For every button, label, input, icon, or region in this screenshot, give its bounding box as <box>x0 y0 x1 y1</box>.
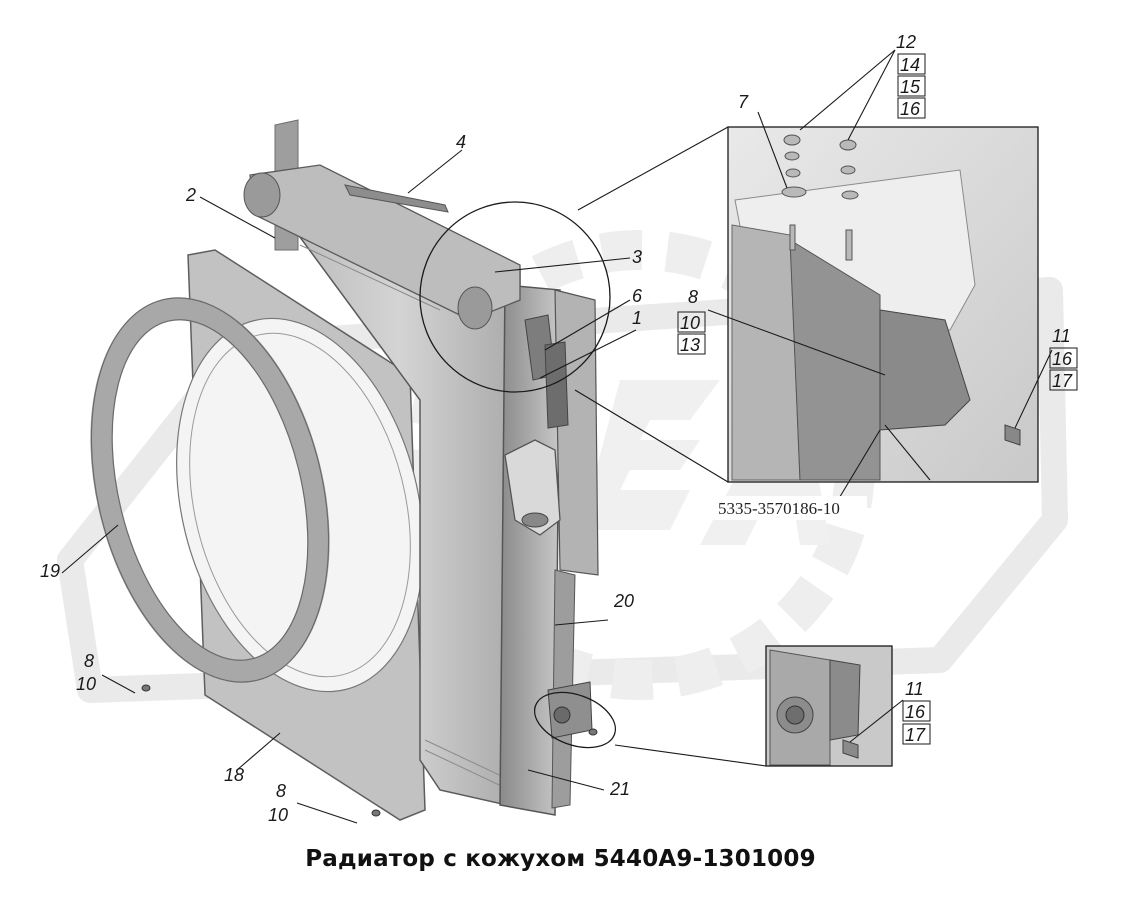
callout-13: 13 <box>680 335 700 355</box>
callout-12: 12 <box>896 32 916 52</box>
support-cradle <box>504 439 561 536</box>
callout-3: 3 <box>632 247 642 267</box>
diagram-caption: Радиатор с кожухом 5440А9-1301009 <box>305 846 816 872</box>
callout-10-bottom: 10 <box>268 805 288 825</box>
callout-15: 15 <box>900 77 921 97</box>
side-bracket <box>524 314 569 429</box>
callout-16-lower-box: 16 <box>902 700 931 722</box>
top-bracket <box>344 184 449 213</box>
detail-circle-top <box>419 201 611 393</box>
callout-4: 4 <box>456 132 466 152</box>
lower-bracket <box>547 681 593 739</box>
callout-11-right: 11 <box>1052 326 1071 346</box>
callout-10-top-box: 10 <box>677 311 706 333</box>
callout-20: 20 <box>613 591 634 611</box>
callout-14-box: 14 <box>897 53 926 75</box>
callout-21: 21 <box>609 779 630 799</box>
callout-16-top: 16 <box>900 99 921 119</box>
part-number-label: 5335-3570186-10 <box>713 496 867 520</box>
callout-18: 18 <box>224 765 244 785</box>
callout-6: 6 <box>632 286 643 306</box>
part-number-text: 5335-3570186-10 <box>718 499 840 518</box>
callout-10-left: 10 <box>76 674 96 694</box>
callout-15-box: 15 <box>897 75 926 97</box>
callout-11-lower: 11 <box>905 679 924 699</box>
callout-16-right-box: 16 <box>1049 347 1078 369</box>
inset-bolt-right <box>1004 424 1021 446</box>
top-tank <box>243 164 521 330</box>
callout-17-lower-box: 17 <box>902 723 931 745</box>
callout-7: 7 <box>738 92 749 112</box>
callout-2: 2 <box>185 185 196 205</box>
callout-14: 14 <box>900 55 920 75</box>
callout-17-lower: 17 <box>905 725 926 745</box>
callout-8-top: 8 <box>688 287 698 307</box>
inset-detail-top <box>727 126 1039 483</box>
callout-19: 19 <box>40 561 60 581</box>
callout-16-top-box: 16 <box>897 97 926 119</box>
callout-17-right-box: 17 <box>1049 369 1078 391</box>
callout-16-right: 16 <box>1052 349 1073 369</box>
inset-detail-bottom <box>765 645 893 767</box>
callout-16-lower: 16 <box>905 702 926 722</box>
callouts: 2 4 3 6 1 7 8 10 13 12 14 15 16 11 <box>40 32 1078 825</box>
inset-washers <box>781 134 859 261</box>
loose-fasteners <box>141 684 598 817</box>
detail-ellipse-bottom <box>533 691 617 749</box>
callout-8-left: 8 <box>84 651 94 671</box>
leader-lines <box>61 49 1053 824</box>
fan-ring <box>90 297 330 683</box>
callout-1: 1 <box>632 308 642 328</box>
callout-17-right: 17 <box>1052 371 1073 391</box>
callout-8-bottom: 8 <box>276 781 286 801</box>
callout-10-top: 10 <box>680 313 700 333</box>
callout-13-box: 13 <box>677 333 706 355</box>
